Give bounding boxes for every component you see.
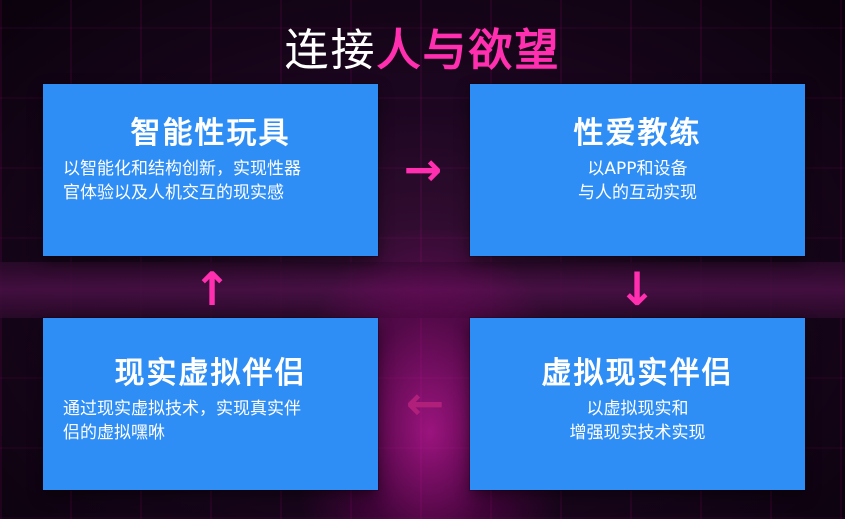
card-description-line: 以智能化和结构创新，实现性器 [63,159,301,179]
card-description-line: 以APP和设备 [587,159,688,179]
card-virtual-reality-partner: 虚拟现实伴侣 以虚拟现实和 增强现实技术实现 [470,318,805,490]
card-description-line: 官体验以及人机交互的现实感 [63,183,284,203]
arrow-right-icon: → [403,142,443,196]
card-title: 性爱教练 [573,116,702,151]
card-title: 智能性玩具 [130,116,291,151]
title-accent: 人与欲望 [376,25,561,76]
card-title: 虚拟现实伴侣 [541,356,734,391]
arrow-up-icon: ↑ [192,262,232,316]
title-plain: 连接 [284,25,377,76]
card-description-line: 侣的虚拟嘿咻 [63,423,165,443]
card-title: 现实虚拟伴侣 [114,356,307,391]
arrow-down-icon: ↓ [617,262,657,316]
card-description-line: 通过现实虚拟技术，实现真实伴 [63,399,301,419]
card-description-line: 增强现实技术实现 [569,423,706,443]
page-title: 连接人与欲望 [0,14,845,78]
card-description-line: 以虚拟现实和 [586,399,689,419]
card-description-line: 与人的互动实现 [578,183,697,203]
card-reality-virtual-partner: 现实虚拟伴侣 通过现实虚拟技术，实现真实伴 侣的虚拟嘿咻 [43,318,378,490]
arrow-left-icon: ← [405,376,445,430]
card-smart-toy: 智能性玩具 以智能化和结构创新，实现性器 官体验以及人机交互的现实感 [43,84,378,256]
card-sex-coach: 性爱教练 以APP和设备 与人的互动实现 [470,84,805,256]
